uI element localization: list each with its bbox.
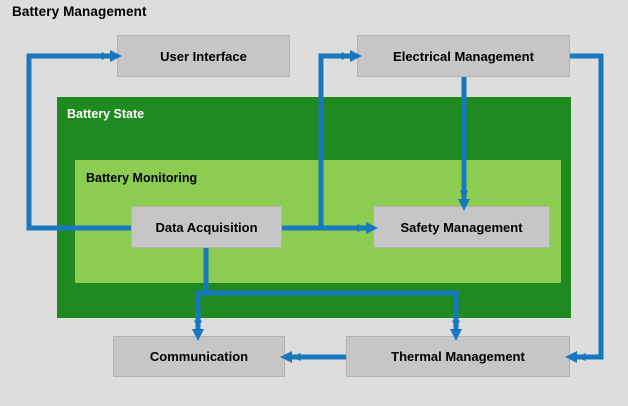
- node-thermal-management-label: Thermal Management: [391, 349, 525, 364]
- node-safety-management-label: Safety Management: [400, 219, 523, 235]
- node-data-acquisition-label: Data Acquisition: [155, 219, 258, 235]
- node-communication[interactable]: Communication: [113, 336, 285, 377]
- container-battery-state-label: Battery State: [67, 107, 145, 121]
- node-thermal-management[interactable]: Thermal Management: [346, 336, 570, 377]
- node-user-interface-label: User Interface: [160, 48, 247, 64]
- diagram-title: Battery Management: [12, 4, 147, 19]
- node-electrical-management-label: Electrical Management: [393, 48, 534, 64]
- node-data-acquisition[interactable]: Data Acquisition: [131, 206, 282, 248]
- container-battery-monitoring-label: Battery Monitoring: [86, 171, 198, 185]
- node-electrical-management[interactable]: Electrical Management: [357, 35, 570, 77]
- node-safety-management[interactable]: Safety Management: [373, 206, 550, 248]
- node-user-interface[interactable]: User Interface: [117, 35, 290, 77]
- node-communication-label: Communication: [149, 349, 249, 364]
- edge-electrical-management-to-thermal-management: [570, 53, 604, 361]
